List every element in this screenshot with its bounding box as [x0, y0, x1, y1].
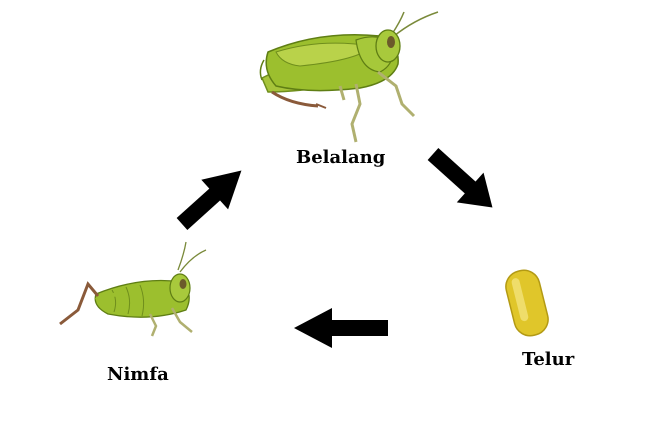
nymph-stage-label: Nimfa — [107, 364, 169, 385]
grasshopper-nymph-icon — [59, 241, 207, 337]
grasshopper-adult-icon — [259, 11, 439, 143]
egg-stage-label: Telur — [522, 349, 575, 370]
arrow-nymph-to-adult — [176, 170, 242, 230]
arrow-adult-to-egg — [427, 148, 493, 208]
arrow-egg-to-nymph — [294, 308, 388, 348]
adult-stage-label: Belalang — [296, 147, 386, 168]
egg-icon — [505, 269, 549, 337]
